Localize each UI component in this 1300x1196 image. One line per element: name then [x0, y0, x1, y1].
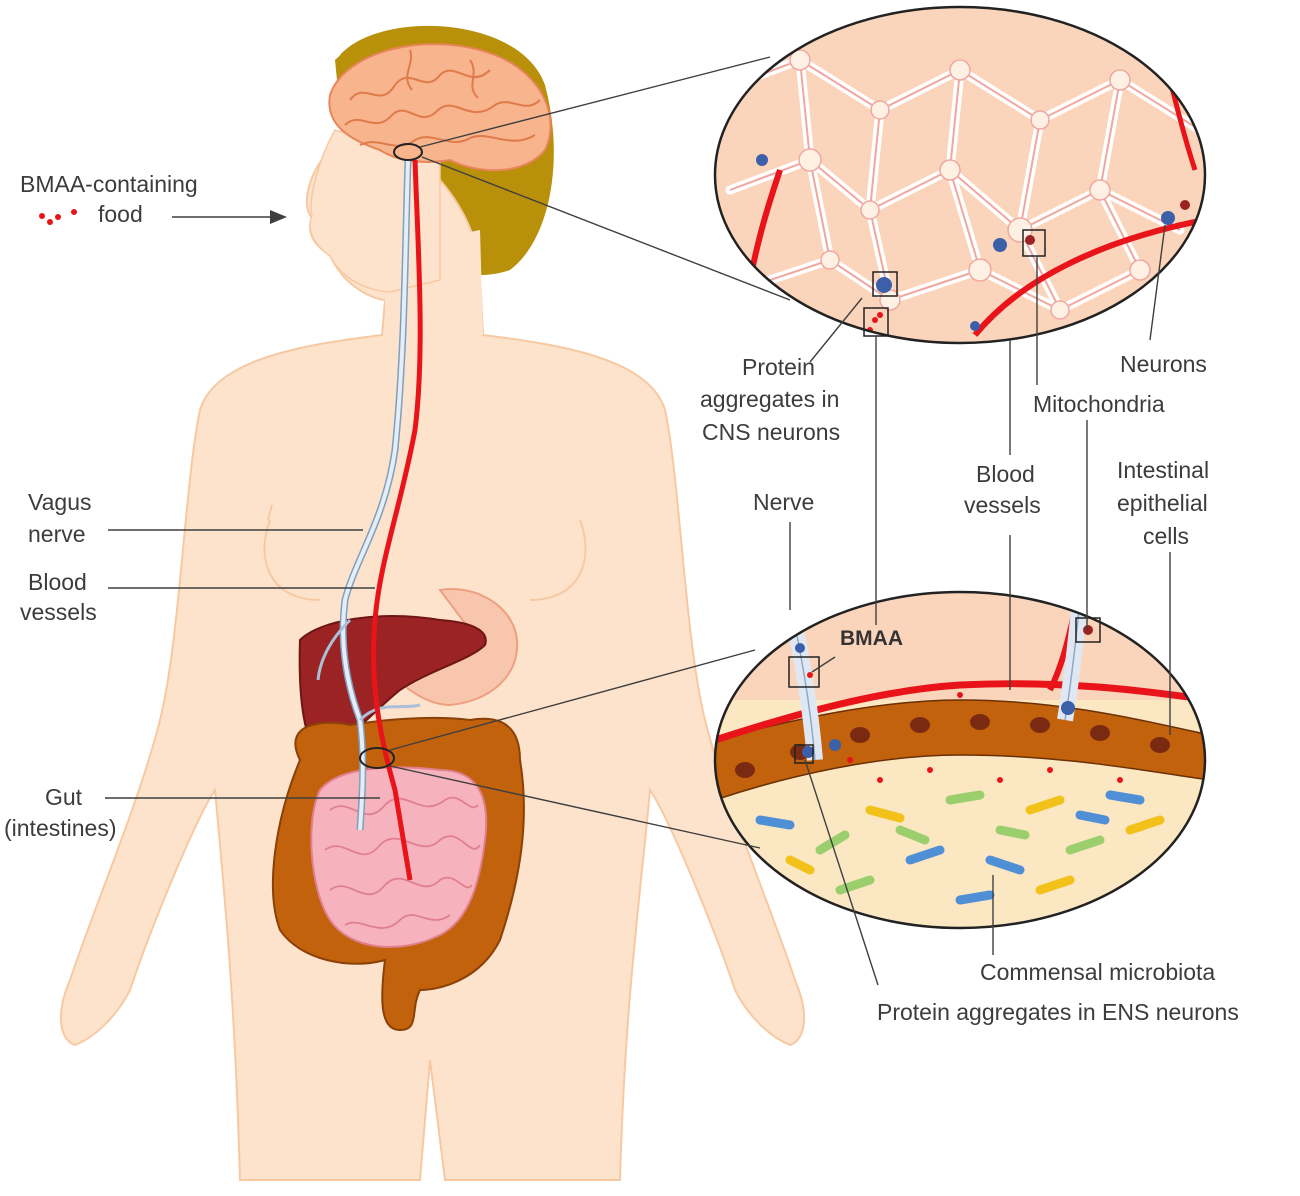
cns-zoom-panel: [713, 5, 1207, 345]
cns-aggregates: [756, 154, 1190, 333]
label-vagus-line2: nerve: [28, 521, 86, 547]
food-arrow-icon: [172, 210, 287, 224]
label-food-line2: food: [98, 201, 143, 227]
label-epithelial-line2: epithelial: [1117, 490, 1208, 516]
intestine-loops: [324, 796, 481, 929]
blood-vessel: [371, 159, 423, 881]
brain-folds: [344, 49, 541, 147]
food-dots: [39, 209, 77, 225]
ens-bmaa-box: [788, 656, 820, 688]
mitochondria-box: [1022, 229, 1046, 257]
ens-zoom-panel: [713, 590, 1207, 930]
label-blood-right-line2: vessels: [964, 492, 1041, 518]
breast-outline: [263, 519, 321, 601]
label-epithelial-line3: cells: [1143, 523, 1189, 549]
label-bmaa: BMAA: [840, 627, 903, 650]
label-blood-left-line2: vessels: [20, 599, 97, 625]
small-intestine: [310, 766, 488, 948]
ens-mitochondria-box: [1075, 617, 1101, 643]
vagus-nerve-inner: [341, 159, 410, 831]
label-nerve: Nerve: [753, 489, 814, 515]
brain-zoom-marker: [393, 143, 423, 161]
label-food-line1: BMAA-containing: [20, 171, 198, 197]
label-blood-left-line1: Blood: [28, 569, 87, 595]
label-gut-line2: (intestines): [4, 815, 116, 841]
ens-blood-vessel: [715, 680, 1205, 749]
vagus-branch: [316, 618, 352, 681]
labels: BMAA-containing food Vagus nerve Blood v…: [4, 171, 1239, 1025]
label-mitochondria: Mitochondria: [1033, 391, 1165, 417]
label-cns-line1: Protein: [742, 354, 815, 380]
leader-lines: [105, 56, 1171, 986]
ens-aggregate-box: [794, 744, 814, 764]
neuron-bodies: [789, 49, 1151, 320]
cns-blood-vessel: [972, 217, 1205, 337]
label-vagus-line1: Vagus: [28, 489, 92, 515]
microbiota-bacteria: [755, 790, 1165, 905]
breast-outline: [529, 519, 587, 601]
cns-aggregate-box: [872, 271, 898, 297]
label-blood-right-line1: Blood: [976, 461, 1035, 487]
ens-aggregates: [795, 625, 1123, 783]
gut-zoom-marker: [359, 747, 395, 769]
label-gut-line1: Gut: [45, 784, 83, 810]
label-ens: Protein aggregates in ENS neurons: [877, 999, 1239, 1025]
label-neurons: Neurons: [1120, 351, 1207, 377]
label-cns-line2: aggregates in: [700, 386, 839, 412]
vagus-branch: [358, 703, 421, 722]
label-cns-line3: CNS neurons: [702, 419, 840, 445]
label-microbiota: Commensal microbiota: [980, 959, 1215, 985]
shoulder-line: [267, 504, 273, 521]
label-epithelial-line1: Intestinal: [1117, 457, 1209, 483]
human-body: [59, 25, 806, 1181]
